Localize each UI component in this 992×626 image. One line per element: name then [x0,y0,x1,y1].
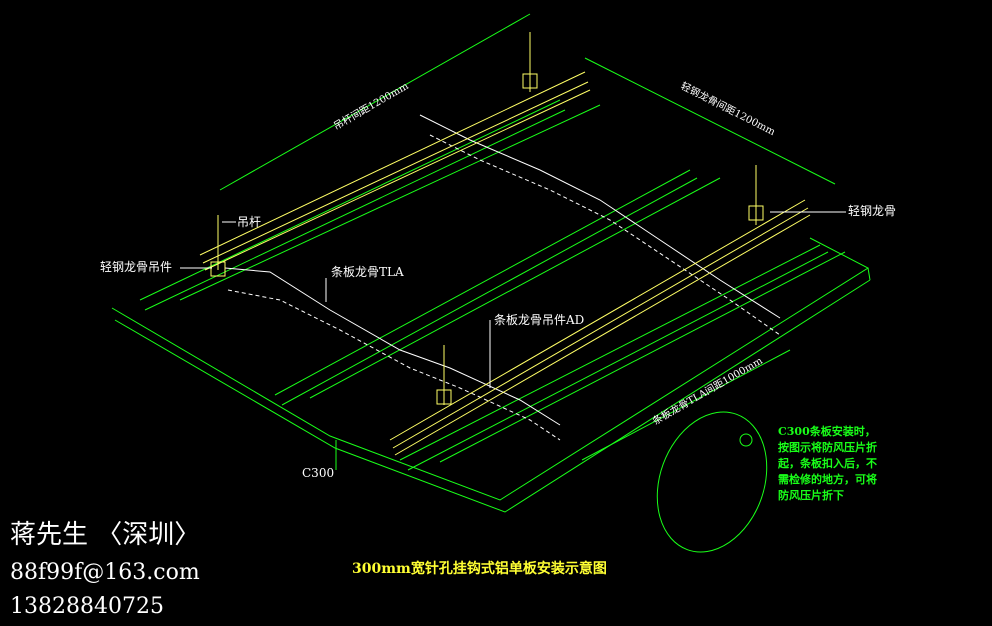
dim-rod-spacing: 吊杆间距1200mm [331,79,411,133]
label-panel: C300 [302,466,334,480]
panel-edge [111,237,870,501]
detail-hole [739,433,753,447]
dimension-line-keel-spacing [584,57,836,185]
keel-1-mid [202,81,589,264]
label-strip-keel-hanger: 条板龙骨吊件AD [494,313,584,327]
hanger-clip [522,73,538,89]
label-light-steel-hanger: 轻钢龙骨吊件 [100,260,172,274]
note-line: C300条板安装时， [778,425,876,438]
panel-edge [867,267,871,281]
label-light-steel-keel: 轻钢龙骨 [848,204,896,218]
keel-1-top [199,71,586,256]
strip-keels [224,114,781,441]
panel-strip [399,244,821,461]
label-hanger-rod: 吊杆 [237,215,261,229]
contact-name: 蒋先生 〈深圳〉 [10,520,201,550]
diagram-title: 300mm宽针孔挂钩式铝单板安装示意图 [352,561,607,577]
contact-phone: 13828840725 [10,594,164,619]
strip-keel-1-teeth [227,289,561,441]
panel-strip [309,177,721,399]
ceiling-panels [111,13,871,553]
installation-note: C300条板安装时， 按图示将防风压片折 起，条板扣入后，不 需检修的地方，可将… [778,424,918,504]
panel-strip [144,109,566,311]
keel-2-mid [392,207,809,449]
note-line: 起，条板扣入后，不 [778,457,877,470]
keel-2-top [389,199,806,441]
contact-email: 88f99f@163.com [10,560,200,585]
detail-circle [656,411,768,553]
panel-strip [139,99,561,301]
note-line: 按图示将防风压片折 [778,441,877,454]
panel-strip [439,251,846,463]
dim-keel-spacing: 轻钢龙骨间距1200mm [679,79,778,138]
strip-keel-2-teeth [429,134,781,336]
light-steel-keels [199,32,811,456]
panel-strip [407,251,829,471]
note-line: 需检修的地方，可将 [778,473,877,486]
label-strip-keel: 条板龙骨TLA [331,265,404,279]
panel-strip [179,104,601,301]
dimension-line-rod-spacing [219,13,531,191]
hanger-clip [436,389,452,405]
strip-keel-1 [224,267,561,426]
panel-strip [281,177,698,406]
dimension-line-strip-spacing [581,349,791,461]
panel-edge [114,279,871,513]
keel-2-bot [394,214,811,456]
hanger-clip [748,205,764,221]
hanger-clip [210,261,226,277]
label-leaders [180,211,846,388]
note-line: 防风压片折下 [778,489,844,502]
panel-strip [274,169,691,396]
dim-strip-spacing: 条板龙骨TLA间距1000mm [650,354,765,428]
keel-1-bot [204,89,591,271]
strip-keel-2 [419,114,781,319]
